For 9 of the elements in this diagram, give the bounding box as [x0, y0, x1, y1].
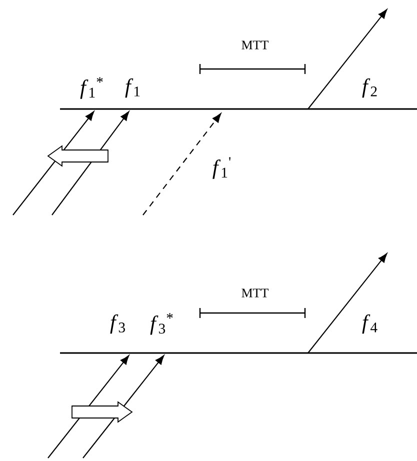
symbol-label: f$_{1}$ [125, 78, 140, 98]
symbol-label: f$_{2}$ [362, 78, 377, 98]
symbol-label: f$_{1}$* [80, 77, 103, 99]
symbol-label: f$_{3}$ [110, 314, 125, 334]
symbol-label: f$_{3}$* [150, 313, 173, 335]
symbol-label: f$_{1}$' [212, 157, 230, 179]
symbol-label: f$_{4}$ [362, 314, 378, 334]
scale-label: MTT [242, 288, 268, 298]
scale-label: MTT [242, 40, 268, 50]
